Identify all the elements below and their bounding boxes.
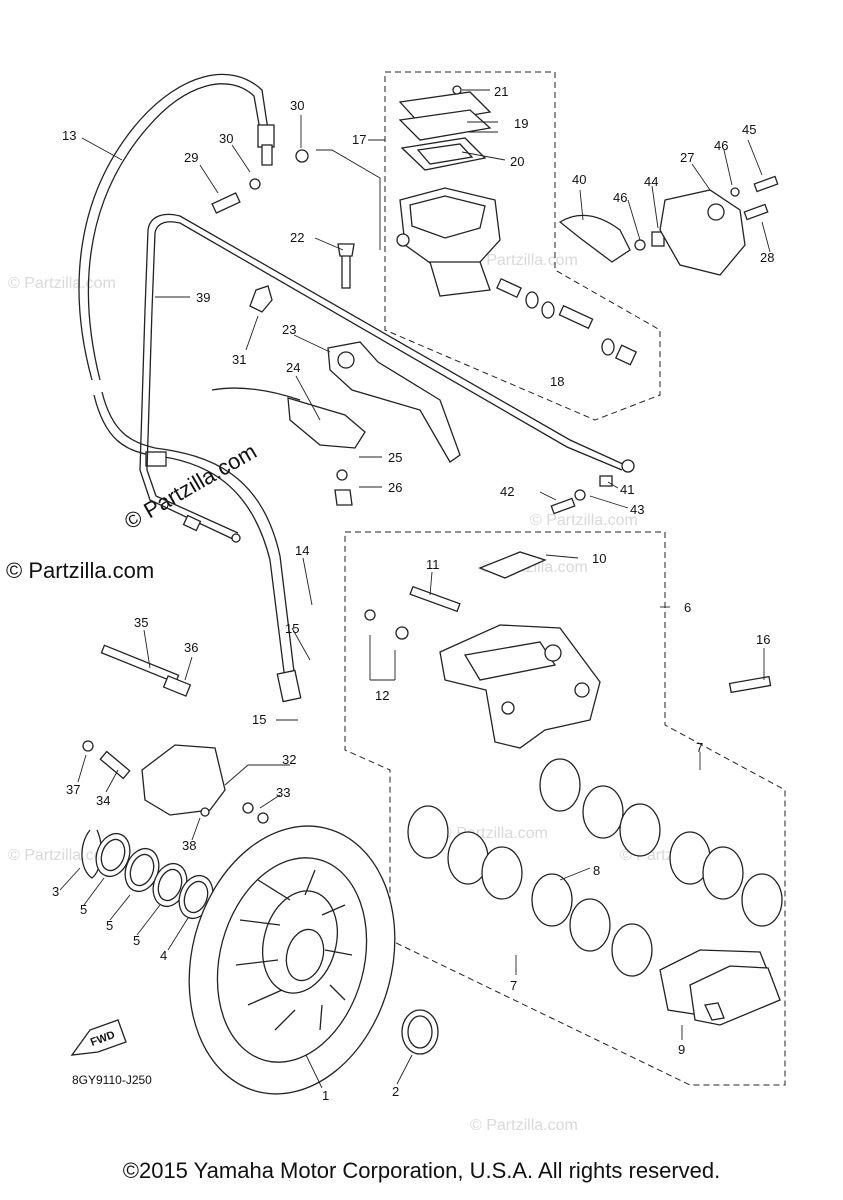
brake-cable: [139, 213, 635, 543]
part-label-10: 10: [592, 551, 606, 566]
part-label-12: 12: [375, 688, 389, 703]
part-label-4: 4: [160, 948, 167, 963]
watermark-faint: © Partzilla.com: [470, 252, 578, 269]
watermark-faint: © Partzilla.com: [530, 512, 638, 529]
part-label-15a: 15: [285, 621, 299, 636]
part-label-13: 13: [62, 128, 76, 143]
small-fasteners: [211, 149, 613, 515]
brake-lever: [327, 243, 461, 463]
part-label-5c: 5: [133, 933, 140, 948]
part-label-28: 28: [760, 250, 774, 265]
part-label-19: 19: [514, 116, 528, 131]
watermark-main: © Partzilla.com: [6, 558, 154, 583]
piston-kit: [496, 277, 638, 366]
watermark-faint: © Partzilla.com: [8, 275, 116, 292]
part-label-23: 23: [282, 322, 296, 337]
part-label-29: 29: [184, 150, 198, 165]
rear-caliper: [81, 644, 269, 920]
part-label-14: 14: [295, 543, 309, 558]
part-label-30a: 30: [290, 98, 304, 113]
fwd-arrow: FWD: [70, 1019, 127, 1056]
part-label-21: 21: [494, 84, 508, 99]
part-label-44: 44: [644, 174, 658, 189]
part-label-43: 43: [630, 502, 644, 517]
part-label-46b: 46: [613, 190, 627, 205]
part-label-31: 31: [232, 352, 246, 367]
part-label-46a: 46: [714, 138, 728, 153]
part-label-37: 37: [66, 782, 80, 797]
part-label-26: 26: [388, 480, 402, 495]
part-label-3: 3: [52, 884, 59, 899]
part-label-41: 41: [620, 482, 634, 497]
part-label-2: 2: [392, 1084, 399, 1099]
part-label-6: 6: [684, 600, 691, 615]
part-label-7b: 7: [510, 978, 517, 993]
caliper-group: [344, 531, 786, 1086]
watermark-faint: © Partzilla.com: [8, 847, 116, 864]
part-label-20: 20: [510, 154, 524, 169]
part-label-16: 16: [756, 632, 770, 647]
part-label-42: 42: [500, 484, 514, 499]
part-label-11: 11: [426, 557, 440, 572]
part-label-17: 17: [352, 132, 366, 147]
part-label-5a: 5: [80, 902, 87, 917]
part-label-15b: 15: [252, 712, 266, 727]
brake-lever-assy: [211, 387, 366, 506]
part-label-24: 24: [286, 360, 300, 375]
diagram-code: 8GY9110-J250: [72, 1073, 152, 1087]
part-label-9: 9: [678, 1042, 685, 1057]
part-label-1: 1: [322, 1088, 329, 1103]
part-label-30b: 30: [219, 131, 233, 146]
part-label-8: 8: [593, 863, 600, 878]
part-label-22: 22: [290, 230, 304, 245]
part-label-34: 34: [96, 793, 110, 808]
watermark-faint: © Partzilla.com: [470, 1117, 578, 1134]
part-label-35: 35: [134, 615, 148, 630]
part-label-36: 36: [184, 640, 198, 655]
brake-hose: [78, 73, 302, 703]
master-cylinder-group: [384, 71, 661, 421]
part-label-45: 45: [742, 122, 756, 137]
part-label-33: 33: [276, 785, 290, 800]
part-label-40: 40: [572, 172, 586, 187]
part-label-5b: 5: [106, 918, 113, 933]
leader-lines: [59, 89, 771, 1089]
part-label-32: 32: [282, 752, 296, 767]
brake-disc: [188, 825, 439, 1095]
part-label-38: 38: [182, 838, 196, 853]
part-labels: 1 2 3 4 5 5 5 6 7 7 8 9 10 11 12 13 14 1…: [52, 84, 774, 1103]
part-label-27: 27: [680, 150, 694, 165]
rear-lever-bracket: [558, 175, 779, 276]
part-label-25: 25: [388, 450, 402, 465]
part-label-7a: 7: [696, 740, 703, 755]
copyright-notice: ©2015 Yamaha Motor Corporation, U.S.A. A…: [122, 1158, 721, 1183]
part-label-39: 39: [196, 290, 210, 305]
part-label-18: 18: [550, 374, 564, 389]
